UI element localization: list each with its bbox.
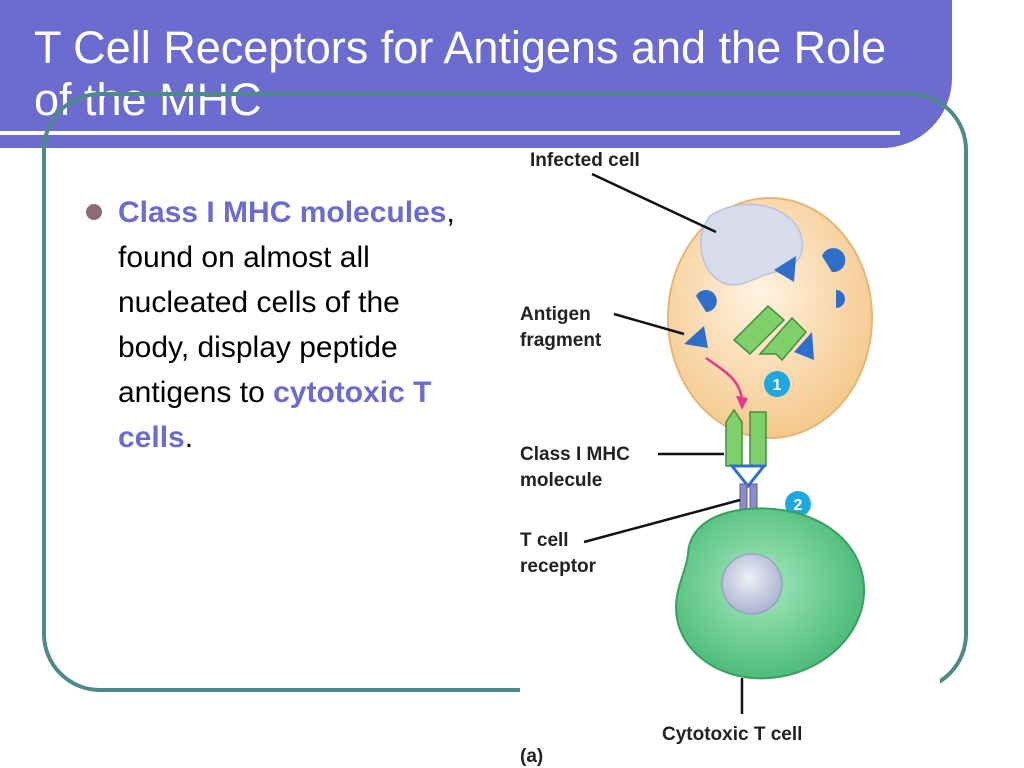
antigen-fragment-icon (684, 326, 708, 348)
bullet-text-part-2: . (184, 421, 194, 454)
processing-arrow (705, 356, 744, 401)
mhc-peptide-groove (728, 464, 768, 489)
label-receptor: receptor (520, 556, 597, 577)
label-molecule: molecule (520, 470, 602, 491)
term-cytotoxic-t-cells: cytotoxic T cells (118, 376, 432, 454)
bullet-dot-icon (86, 204, 102, 220)
mhc-diagram: 1 2 Infected cell Antigen fragment Class… (520, 150, 873, 767)
bullet-text-part-1: , found on almost all nucleated cells of… (118, 196, 455, 409)
mhc-alpha-chain (725, 408, 743, 467)
step-number-1: 1 (773, 377, 782, 394)
peptide-piece (732, 304, 786, 356)
label-infected-cell: Infected cell (530, 150, 640, 171)
mhc-chain (749, 411, 767, 467)
panel-label: (a) (520, 746, 543, 767)
peptide-piece (758, 316, 808, 362)
antigen-fragment-icon (836, 290, 845, 308)
label-cytotoxic-t-cell: Cytotoxic T cell (662, 724, 802, 745)
step-badge-2 (785, 491, 811, 517)
arrow-head-icon (736, 396, 748, 410)
antigen-fragment-icon (794, 332, 814, 360)
content-frame (42, 92, 968, 692)
title-underline (0, 131, 900, 135)
label-t-cell: T cell (520, 530, 569, 551)
term-class-i-mhc: Class I MHC molecules (118, 196, 447, 229)
slide-title: T Cell Receptors for Antigens and the Ro… (34, 22, 887, 125)
antigen-fragment-icon (822, 248, 846, 273)
step-number-2: 2 (794, 497, 803, 514)
label-class-i-mhc: Class I MHC (520, 444, 630, 465)
leader-line (583, 498, 741, 544)
mhc-figure: 1 2 Infected cell Antigen fragment Class… (520, 148, 940, 768)
title-bar (0, 0, 952, 148)
infected-cell-nucleus (700, 203, 804, 286)
antigen-fragment-icon (696, 290, 717, 312)
leader-line (613, 312, 685, 336)
label-fragment: fragment (520, 330, 602, 351)
label-antigen: Antigen (520, 304, 591, 325)
bullet-item: Class I MHC molecules, found on almost a… (86, 190, 476, 460)
t-cell-nucleus (721, 553, 783, 615)
antigen-fragment-icon (774, 256, 796, 282)
step-badge-1 (764, 371, 790, 397)
leader-line (591, 172, 717, 234)
bullet-text: Class I MHC molecules, found on almost a… (86, 190, 476, 460)
